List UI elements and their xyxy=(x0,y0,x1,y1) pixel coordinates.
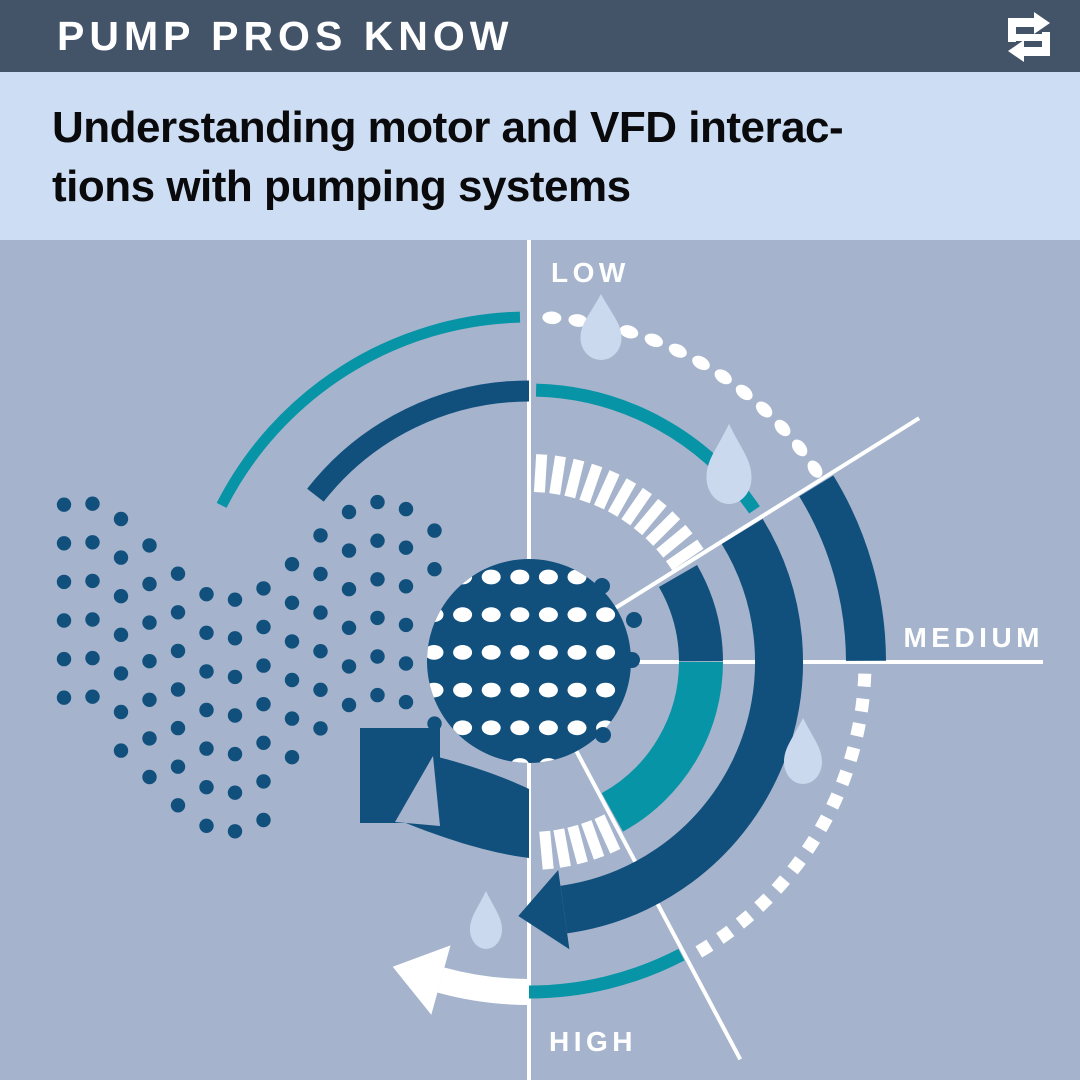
label-medium: MEDIUM xyxy=(903,622,1044,653)
water-droplet-icon xyxy=(470,891,502,949)
page-title: Understanding motor and VFD interac- tio… xyxy=(52,98,1042,216)
navy-block-arrow xyxy=(360,728,529,858)
navy-rotation-arrow xyxy=(518,518,803,950)
title-line-1: Understanding motor and VFD interac- xyxy=(52,103,844,152)
tick-arcs xyxy=(533,454,704,870)
flow-dot-wave xyxy=(56,494,442,839)
pump-gauge-diagram: LOW MEDIUM HIGH xyxy=(56,240,1044,1080)
pump-dot-grid xyxy=(427,569,616,763)
label-low: LOW xyxy=(551,257,630,288)
hydraulic-institute-logo-icon xyxy=(1008,12,1050,62)
water-droplet-icon xyxy=(706,424,752,505)
label-high: HIGH xyxy=(549,1026,637,1057)
header-bar: PUMP PROS KNOW xyxy=(0,0,1080,72)
water-droplet-icon xyxy=(784,718,822,784)
brand-label: PUMP PROS KNOW xyxy=(57,12,514,59)
pump-center-circle xyxy=(427,559,631,763)
stray-dots xyxy=(594,578,642,743)
water-droplet-icon xyxy=(580,294,622,360)
droplets xyxy=(470,294,822,949)
dotted-arc xyxy=(542,311,823,478)
title-line-2: tions with pumping systems xyxy=(52,162,631,211)
gauge-rings xyxy=(216,311,886,999)
title-band: Understanding motor and VFD interac- tio… xyxy=(0,72,1080,240)
white-rotation-arrow xyxy=(392,945,530,1015)
